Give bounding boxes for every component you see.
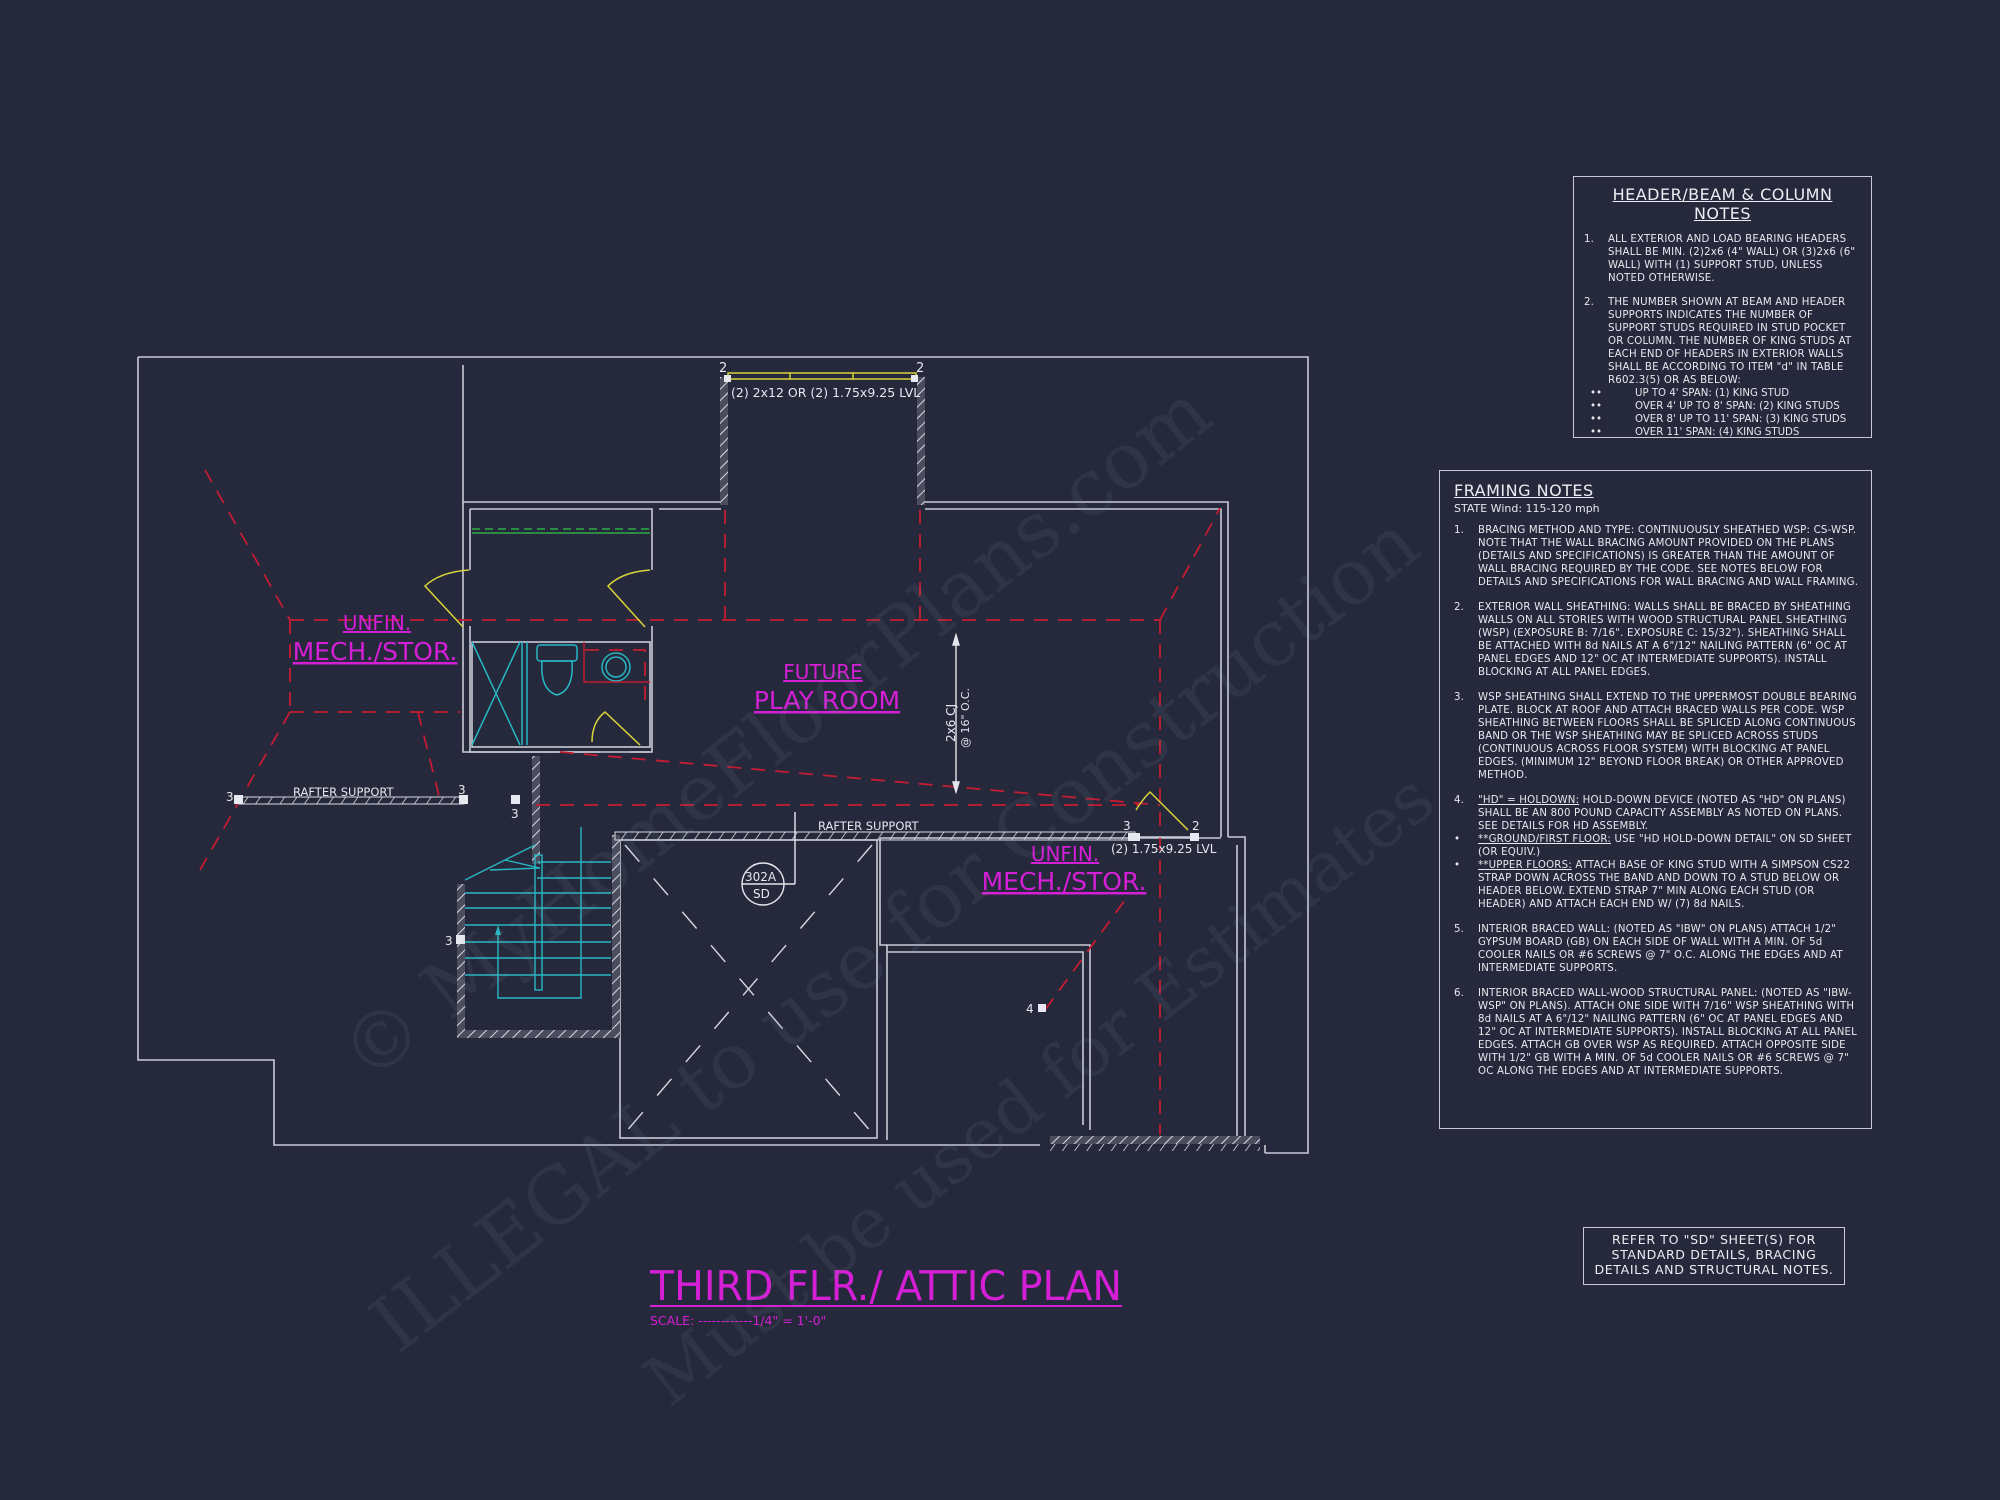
stairs — [464, 827, 611, 999]
framing-note-2: 2.EXTERIOR WALL SHEATHING: WALLS SHALL B… — [1454, 602, 1852, 678]
closet-shelf — [472, 528, 650, 534]
framing-notes-title: FRAMING NOTES — [1454, 481, 1594, 500]
refer-sd-sheet-note: REFER TO "SD" SHEET(S) FOR STANDARD DETA… — [1583, 1227, 1845, 1285]
stud-count: 3 — [511, 807, 519, 821]
room-label-unfin-left-2: MECH./STOR. — [293, 637, 458, 666]
stud-count: 3 — [1123, 819, 1131, 833]
span-rule: ••OVER 8' UP TO 11' SPAN: (3) KING STUDS — [1590, 414, 1847, 425]
refer-line: REFER TO "SD" SHEET(S) FOR — [1612, 1232, 1816, 1247]
beam-label-right: (2) 1.75x9.25 LVL — [1111, 842, 1217, 856]
header-note-2: 2.THE NUMBER SHOWN AT BEAM AND HEADER SU… — [1584, 297, 1852, 386]
attic-opening-x — [624, 844, 873, 1134]
header-note-1: 1.ALL EXTERIOR AND LOAD BEARING HEADERS … — [1584, 234, 1856, 284]
framing-note-1: 1.BRACING METHOD AND TYPE: CONTINUOUSLY … — [1454, 525, 1859, 588]
header-beam — [727, 372, 917, 380]
room-label-play-1: FUTURE — [783, 660, 863, 684]
ceiling-joist-label: 2x6 CJ — [944, 704, 958, 742]
framing-note-4-ground: •**GROUND/FIRST FLOOR: USE "HD HOLD-DOWN… — [1454, 834, 1852, 858]
framing-note-3: 3.WSP SHEATHING SHALL EXTEND TO THE UPPE… — [1454, 692, 1857, 781]
stud-count: 3 — [226, 790, 234, 804]
room-label-unfin-right-1: UNFIN. — [1031, 842, 1099, 866]
header-beam-notes-panel: HEADER/BEAM & COLUMN NOTES 1.ALL EXTERIO… — [1573, 176, 1872, 438]
stud-count: 2 — [719, 361, 727, 376]
exterior-perimeter — [137, 356, 1309, 1154]
refer-line: STANDARD DETAILS, BRACING — [1611, 1247, 1817, 1262]
room-label-play-2: PLAY ROOM — [754, 686, 900, 715]
rafter-support-label: RAFTER SUPPORT — [293, 785, 395, 799]
detail-tag — [741, 812, 796, 906]
stud-support-markers — [234, 795, 1199, 1012]
detail-tag-top: 302A — [745, 870, 777, 884]
hatched-wall — [720, 377, 728, 505]
span-rule: ••OVER 4' UP TO 8' SPAN: (2) KING STUDS — [1590, 401, 1840, 412]
sheet-scale: SCALE: ------------1/4" = 1'-0" — [650, 1313, 826, 1328]
ceiling-joist-spacing: @ 16" O.C. — [959, 688, 972, 748]
detail-tag-bottom: SD — [753, 887, 770, 901]
framing-note-5: 5.INTERIOR BRACED WALL: (NOTED AS "IBW" … — [1454, 924, 1843, 974]
hatched-wall — [532, 756, 540, 864]
ceiling-joist-arrow — [952, 632, 960, 795]
rafter-support-label: RAFTER SUPPORT — [818, 819, 920, 833]
room-label-unfin-right-2: MECH./STOR. — [982, 867, 1147, 896]
sheet-title: THIRD FLR./ ATTIC PLAN — [649, 1262, 1122, 1310]
door-swings — [423, 569, 1189, 831]
hatched-wall — [1050, 1136, 1260, 1144]
stud-count: 2 — [1192, 819, 1200, 833]
room-label-unfin-left-1: UNFIN. — [343, 611, 411, 635]
header-notes-title: HEADER/BEAM & COLUMN NOTES — [1612, 185, 1833, 223]
roof-ridge-lines — [199, 469, 1221, 1135]
span-rule: ••UP TO 4' SPAN: (1) KING STUD — [1590, 388, 1790, 399]
hatched-wall — [457, 884, 465, 1034]
hatched-wall — [612, 835, 620, 1035]
framing-note-6: 6.INTERIOR BRACED WALL-WOOD STRUCTURAL P… — [1454, 988, 1858, 1077]
stud-count: 4 — [1026, 1002, 1034, 1016]
stud-count: 3 — [445, 934, 453, 948]
bath-fixtures — [471, 641, 631, 746]
framing-notes-panel: FRAMING NOTES STATE Wind: 115-120 mph 1.… — [1439, 470, 1872, 1129]
refer-line: DETAILS AND STRUCTURAL NOTES. — [1594, 1262, 1834, 1277]
hatched-wall — [457, 1030, 620, 1038]
stud-count: 3 — [458, 783, 466, 797]
stud-count: 2 — [916, 361, 924, 376]
hatched-wall — [1050, 1144, 1260, 1151]
wind-speed: STATE Wind: 115-120 mph — [1454, 502, 1600, 515]
rafter-support-center — [614, 831, 1136, 841]
span-rule: ••OVER 11' SPAN: (4) KING STUDS — [1590, 427, 1800, 438]
framing-note-4-upper: •**UPPER FLOORS: ATTACH BASE OF KING STU… — [1454, 860, 1851, 910]
beam-label-top: (2) 2x12 OR (2) 1.75x9.25 LVL — [731, 385, 920, 400]
hatched-wall — [917, 377, 925, 505]
framing-note-4: 4."HD" = HOLDOWN: HOLD-DOWN DEVICE (NOTE… — [1454, 795, 1846, 832]
